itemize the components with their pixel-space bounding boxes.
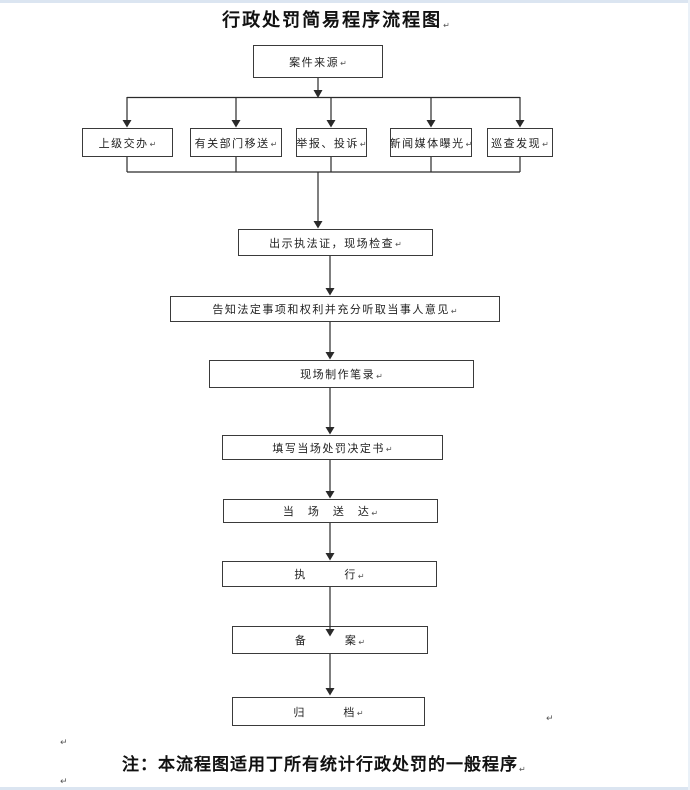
paragraph-mark-icon: ↵ [376, 371, 383, 381]
flow-node-archive: 归 档↵ [232, 697, 425, 726]
flow-node-label: 现场制作笔录 [300, 369, 376, 381]
connector-channels-to-inspection [126, 157, 521, 229]
flow-node-superior-assignment: 上级交办↵ [82, 128, 173, 157]
paragraph-mark-icon: ↵ [519, 765, 526, 774]
flow-node-show-credentials-inspect: 出示执法证，现场检查↵ [238, 229, 433, 256]
flow-node-label: 执 行 [294, 569, 357, 581]
flow-node-label: 告知法定事项和权利并充分听取当事人意见 [212, 304, 450, 316]
flow-node-fill-penalty-decision: 填写当场处罚决定书↵ [222, 435, 443, 460]
flow-node-inform-rights: 告知法定事项和权利并充分听取当事人意见↵ [170, 296, 500, 322]
flow-node-label: 当 场 送 达 [282, 506, 371, 518]
paragraph-mark-icon: ↵ [358, 637, 366, 647]
footnote-text: 注：本流程图适用丁所有统计行政处罚的一般程序 [122, 755, 518, 774]
flow-node-label: 案件来源 [289, 56, 340, 69]
paragraph-mark-icon: ↵ [60, 738, 68, 748]
paragraph-mark-icon: ↵ [546, 714, 554, 724]
flow-node-label: 举报、投诉 [296, 137, 359, 150]
flow-node-label: 出示执法证，现场检查 [269, 237, 395, 250]
connector-source-to-bar [127, 78, 520, 99]
flow-node-label: 填写当场处罚决定书 [272, 442, 385, 455]
paragraph-mark-icon: ↵ [340, 59, 347, 68]
flow-node-execute: 执 行↵ [222, 561, 437, 587]
paragraph-mark-icon: ↵ [450, 306, 458, 316]
paragraph-mark-icon: ↵ [60, 777, 68, 787]
flow-node-label: 有关部门移送 [194, 137, 270, 150]
page-edge-right [688, 0, 690, 790]
flow-node-label: 归 档 [293, 706, 356, 719]
paragraph-mark-icon: ↵ [270, 140, 278, 149]
paragraph-mark-icon: ↵ [359, 140, 367, 149]
flow-node-department-transfer: 有关部门移送↵ [190, 128, 282, 157]
paragraph-mark-icon: ↵ [385, 445, 393, 454]
flow-node-media-exposure: 新闻媒体曝光↵ [390, 128, 472, 157]
paragraph-mark-icon: ↵ [443, 21, 450, 30]
flow-node-label: 新闻媒体曝光 [389, 137, 465, 150]
flow-node-case-source: 案件来源↵ [253, 45, 383, 78]
paragraph-mark-icon: ↵ [149, 140, 157, 149]
paragraph-mark-icon: ↵ [395, 240, 402, 249]
flow-node-file-record: 备 案↵ [232, 626, 428, 654]
flow-node-patrol-discovery: 巡查发现↵ [487, 128, 553, 157]
page-edge-bottom [0, 787, 690, 790]
paragraph-mark-icon: ↵ [542, 140, 549, 149]
paragraph-mark-icon: ↵ [356, 709, 364, 718]
paragraph-mark-icon: ↵ [357, 571, 365, 581]
page-title-text: 行政处罚简易程序流程图 [222, 10, 443, 30]
flow-node-report-complaint: 举报、投诉↵ [296, 128, 367, 157]
paragraph-mark-icon: ↵ [371, 508, 379, 518]
footnote: 注：本流程图适用丁所有统计行政处罚的一般程序↵ [122, 750, 526, 775]
paragraph-mark-icon: ↵ [465, 140, 473, 149]
connector-bar-to-channels [122, 97, 525, 128]
flow-node-label: 巡查发现 [491, 137, 542, 150]
page-edge-top [0, 0, 690, 3]
flow-node-onsite-record: 现场制作笔录↵ [209, 360, 474, 388]
flow-node-onsite-delivery: 当 场 送 达↵ [223, 499, 438, 523]
page-title: 行政处罚简易程序流程图↵ [0, 6, 672, 32]
flow-node-label: 上级交办 [98, 137, 149, 150]
flow-node-label: 备 案 [294, 635, 358, 647]
